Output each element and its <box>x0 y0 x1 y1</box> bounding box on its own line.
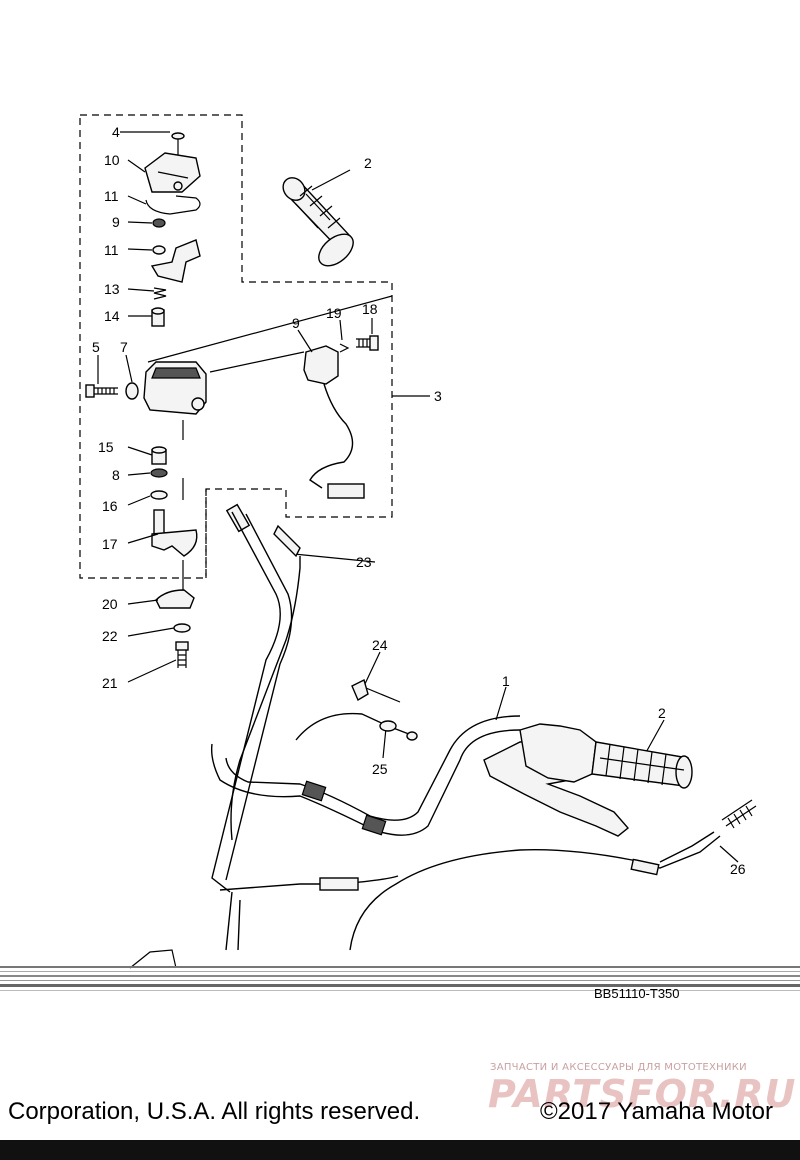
collar-part-14 <box>151 307 165 327</box>
watermark-tagline: ЗАПЧАСТИ И АКСЕССУАРЫ ДЛЯ МОТОТЕХНИКИ <box>490 1062 747 1073</box>
throttle-cover-part-10 <box>144 152 201 193</box>
screw-part-4 <box>171 132 185 156</box>
callout-4: 4 <box>112 124 120 140</box>
callout-19: 19 <box>326 305 342 321</box>
callout-2-right: 2 <box>658 705 666 721</box>
collar-part-15 <box>151 446 167 465</box>
callout-9: 9 <box>292 315 300 331</box>
guide-part-17 <box>151 509 198 557</box>
grip-part-2-top <box>282 177 354 267</box>
lever-assembly <box>483 723 630 837</box>
callout-18: 18 <box>362 301 378 317</box>
grip-part-2-right <box>591 741 693 789</box>
watermark-brand: PARTSFOR.RU <box>488 1072 797 1116</box>
gasket-part-11 <box>145 195 201 215</box>
callout-15: 15 <box>98 439 114 455</box>
cable-stay-part-24 <box>351 678 401 703</box>
callout-20: 20 <box>102 596 118 612</box>
callout-23: 23 <box>356 554 372 570</box>
washer-part-16 <box>150 490 168 500</box>
throttle-cable-part-23 <box>211 503 301 893</box>
throttle-assembly-group-box <box>79 114 393 579</box>
callout-12: 11 <box>104 242 119 258</box>
footer-copyright-right: ©2017 Yamaha Motor <box>540 1098 773 1125</box>
callout-7: 7 <box>120 339 128 355</box>
callout-21: 21 <box>102 675 118 691</box>
callout-6: 9 <box>112 214 120 230</box>
footer-copyright-left: Corporation, U.S.A. All rights reserved. <box>8 1098 421 1125</box>
clamp-part-20 <box>155 589 195 609</box>
callout-2-top: 2 <box>364 155 372 171</box>
callout-24: 24 <box>372 637 388 653</box>
clip-part-19 <box>339 343 350 353</box>
washer-part-22 <box>173 623 191 633</box>
bolt-part-18 <box>356 335 379 351</box>
cable-run-lower <box>225 891 241 951</box>
callout-1: 1 <box>502 673 510 689</box>
callout-16: 16 <box>102 498 118 514</box>
cable-boot <box>319 877 359 891</box>
leader-lines <box>97 131 739 863</box>
plate-part-12 <box>150 239 201 283</box>
corner-fragment <box>129 949 177 969</box>
callout-22: 22 <box>102 628 118 644</box>
callout-25: 25 <box>372 761 388 777</box>
callout-26: 26 <box>730 861 746 877</box>
callout-17: 17 <box>102 536 118 552</box>
nut-part-6 <box>152 218 166 228</box>
switch-part-9 <box>303 345 365 499</box>
callout-10: 10 <box>104 152 120 168</box>
throttle-housing-part-7 <box>125 361 207 415</box>
handlebar-part-1 <box>210 715 521 836</box>
cable-run <box>219 875 399 891</box>
scan-noise-band <box>0 966 800 991</box>
cable-part-25 <box>295 712 418 741</box>
bottom-bar <box>0 1140 800 1160</box>
callout-14: 14 <box>104 308 120 324</box>
spring-part-13 <box>153 287 167 300</box>
callout-13: 13 <box>104 281 120 297</box>
callout-11: 11 <box>104 188 119 204</box>
callout-5: 5 <box>92 339 100 355</box>
washer-part-8 <box>150 468 168 478</box>
callout-8: 8 <box>112 467 120 483</box>
callout-3: 3 <box>434 388 442 404</box>
bolt-part-21 <box>175 641 189 668</box>
drawing-code: BB51110-T350 <box>594 986 680 1001</box>
bolt-part-5 <box>85 384 118 398</box>
clutch-cable-part-26 <box>349 799 757 951</box>
